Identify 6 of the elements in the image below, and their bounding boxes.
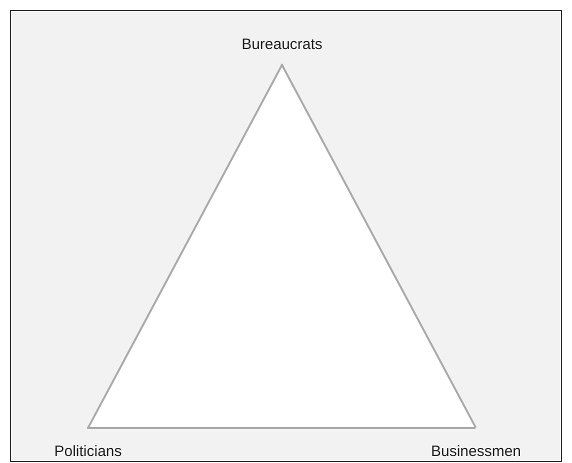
vertex-label: Bureaucrats (242, 36, 322, 53)
triangle-side-line (87, 427, 476, 429)
vertex-label: Politicians (54, 443, 122, 460)
vertex-label: Businessmen (430, 443, 522, 460)
triangle-side-line (281, 64, 476, 428)
triangle-side-line (88, 64, 283, 428)
